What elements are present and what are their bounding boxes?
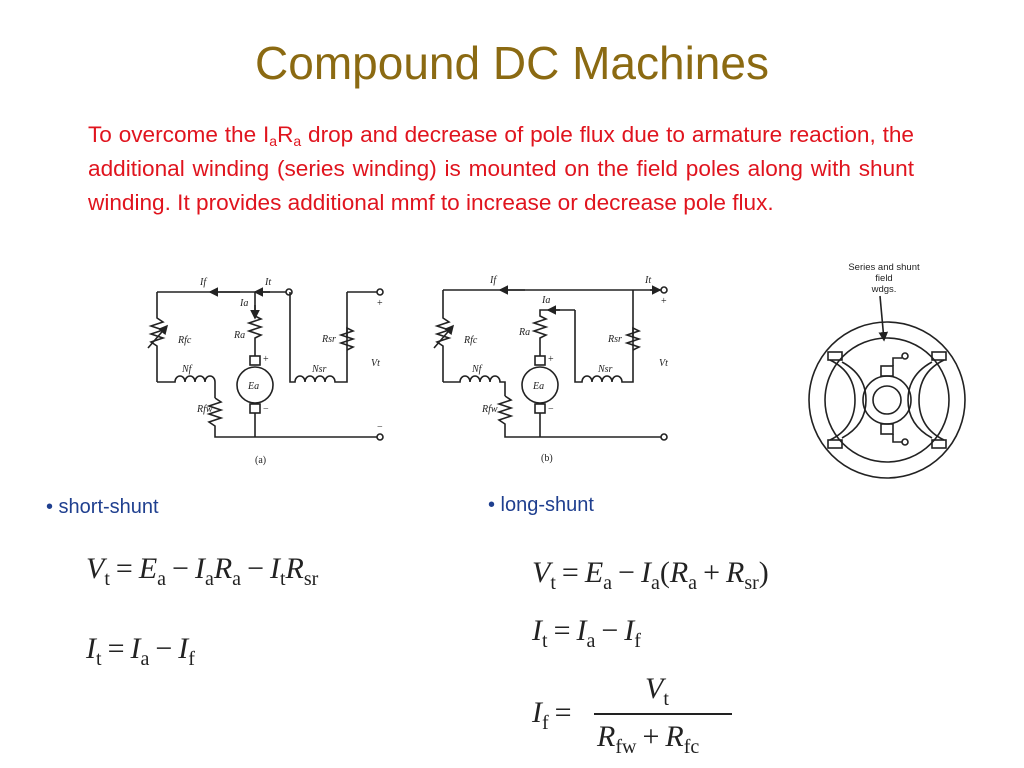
svg-text:+: + <box>263 354 269 365</box>
eq-field-current-denominator: Rfw+Rfc <box>597 720 700 758</box>
svg-text:Ia: Ia <box>239 298 248 309</box>
svg-text:(b): (b) <box>541 453 553 464</box>
pole-diagram <box>808 295 966 479</box>
svg-text:If: If <box>489 275 497 286</box>
svg-text:Vt: Vt <box>659 358 668 369</box>
eq-long-shunt-current: It=Ia−If <box>532 614 641 652</box>
pole-diagram-label: Series and shunt field wdgs. <box>848 262 920 295</box>
eq-long-shunt-voltage: Vt=Ea−Ia(Ra+Rsr) <box>532 556 769 594</box>
eq-short-shunt-voltage: Vt=Ea−IaRa−ItRsr <box>86 552 319 590</box>
circuit-a <box>147 287 384 441</box>
fraction-bar <box>594 713 732 715</box>
svg-text:+: + <box>661 296 667 307</box>
svg-text:Ra: Ra <box>518 327 530 338</box>
bullet-short-shunt: • short-shunt <box>46 496 159 518</box>
svg-text:Vt: Vt <box>371 358 380 369</box>
bullet-long-shunt: • long-shunt <box>488 494 594 516</box>
svg-text:wdgs.: wdgs. <box>871 284 897 295</box>
svg-text:It: It <box>264 277 271 288</box>
page-title: Compound DC Machines <box>255 37 769 89</box>
svg-text:−: − <box>263 404 269 415</box>
svg-text:Rsr: Rsr <box>321 334 336 345</box>
svg-text:+: + <box>548 354 554 365</box>
svg-text:Ea: Ea <box>247 381 259 392</box>
svg-text:If: If <box>199 277 207 288</box>
eq-field-current-numerator: Vt <box>645 672 669 710</box>
svg-text:−: − <box>548 404 554 415</box>
circuit-a-labels: If It Ia Ra Rfc Nf Rfw Ea Nsr Rsr Vt + −… <box>177 277 383 466</box>
svg-text:Rfw: Rfw <box>481 404 498 415</box>
eq-field-current-lhs: If= <box>532 696 572 734</box>
svg-text:Nf: Nf <box>471 364 483 375</box>
svg-text:Rfc: Rfc <box>463 335 478 346</box>
svg-text:It: It <box>644 275 651 286</box>
svg-text:−: − <box>377 422 383 433</box>
svg-text:Rfc: Rfc <box>177 335 192 346</box>
svg-text:Nsr: Nsr <box>311 364 327 375</box>
svg-text:Ra: Ra <box>233 330 245 341</box>
svg-text:field: field <box>875 273 892 284</box>
svg-text:Nsr: Nsr <box>597 364 613 375</box>
intro-paragraph: To overcome the IaRa drop and decrease o… <box>88 122 914 215</box>
circuit-b <box>433 285 668 441</box>
svg-text:Ia: Ia <box>541 295 550 306</box>
svg-text:+: + <box>377 298 383 309</box>
eq-short-shunt-current: It=Ia−If <box>86 632 195 670</box>
svg-text:Rfw: Rfw <box>196 404 213 415</box>
svg-text:Nf: Nf <box>181 364 193 375</box>
circuit-b-labels: If It Ia Ra Rfc Nf Rfw Ea Nsr Rsr Vt + +… <box>463 275 668 464</box>
svg-text:Series and shunt: Series and shunt <box>848 262 920 273</box>
svg-text:Ea: Ea <box>532 381 544 392</box>
svg-text:Rsr: Rsr <box>607 334 622 345</box>
svg-text:(a): (a) <box>255 455 266 466</box>
